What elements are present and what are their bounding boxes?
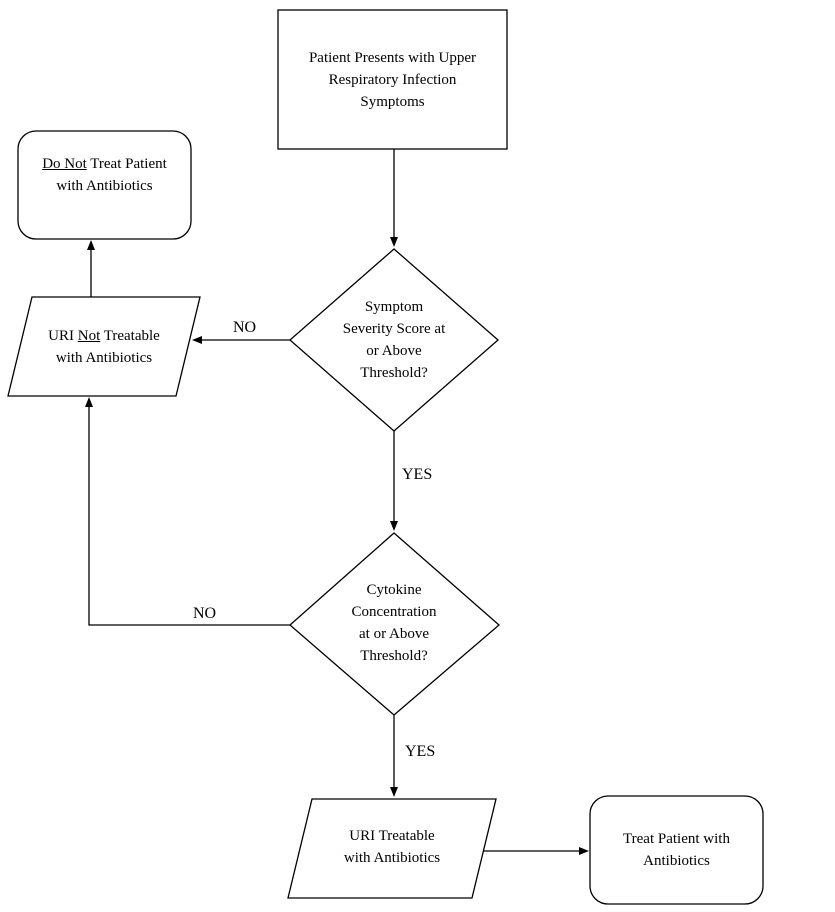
- symptom-decision-line2: Severity Score at: [342, 321, 446, 337]
- not-treatable-emphasis: Not: [77, 327, 101, 344]
- do-not-treat-label-line2: with Antibiotics: [56, 178, 153, 194]
- arrowhead-do-not-treat: [87, 240, 95, 250]
- start-label-line2: Respiratory Infection: [328, 71, 457, 88]
- not-treatable-suffix: Treatable: [100, 327, 160, 344]
- arrowhead-cytokine: [390, 521, 398, 531]
- start-label: Patient Presents with Upper Respiratory …: [278, 10, 507, 149]
- not-treatable-label: URI Not Treatable with Antibiotics: [8, 297, 200, 396]
- do-not-treat-label: Do Not Treat Patient with Antibiotics: [18, 131, 191, 219]
- edge-label-symptom-yes: YES: [402, 466, 433, 483]
- symptom-decision-line1: Symptom: [364, 299, 424, 315]
- not-treatable-prefix: URI: [48, 327, 78, 344]
- start-label-line3: Symptoms: [360, 93, 425, 110]
- cytokine-decision-label: Cytokine Concentration at or Above Thres…: [314, 574, 474, 672]
- treat-label-line2: Antibiotics: [643, 853, 710, 869]
- cytokine-decision-line2: Concentration: [351, 604, 437, 620]
- edge-label-cytokine-no: NO: [193, 605, 217, 622]
- treat-label: Treat Patient with Antibiotics: [590, 796, 763, 904]
- do-not-treat-emphasis: Do Not: [42, 156, 87, 172]
- arrowhead-not-treatable-right: [192, 336, 202, 344]
- do-not-treat-suffix: Treat Patient: [86, 156, 167, 172]
- start-box: [277, 9, 508, 150]
- treatable-label-line1: URI Treatable: [349, 828, 435, 844]
- cytokine-decision-line4: Threshold?: [360, 648, 428, 664]
- start-label-line1: Patient Presents with Upper: [308, 49, 477, 66]
- arrowhead-symptom: [390, 237, 398, 247]
- arrowhead-treat: [579, 847, 589, 855]
- edge-label-symptom-no: NO: [233, 319, 257, 336]
- do-not-treat-box: [17, 130, 192, 240]
- cytokine-decision-line3: at or Above: [359, 626, 429, 642]
- arrowhead-not-treatable-bottom: [85, 397, 93, 407]
- not-treatable-parallelogram: [7, 296, 201, 397]
- treat-label-line1: Treat Patient with: [623, 831, 730, 847]
- treatable-label: URI Treatable with Antibiotics: [288, 799, 496, 895]
- treatable-parallelogram: [287, 798, 497, 899]
- do-not-treat-label-line1: Do Not Treat Patient: [42, 153, 167, 175]
- cytokine-decision-line1: Cytokine: [366, 582, 422, 598]
- treat-box: [589, 795, 764, 905]
- arrowhead-treatable: [390, 787, 398, 797]
- edge-cytokine-no: [88, 406, 290, 626]
- symptom-decision-label: Symptom Severity Score at or Above Thres…: [314, 291, 474, 389]
- not-treatable-label-line1: URI Not Treatable: [48, 325, 160, 347]
- not-treatable-label-line2: with Antibiotics: [55, 349, 153, 366]
- treatable-label-line2: with Antibiotics: [343, 850, 441, 866]
- edge-label-cytokine-yes: YES: [405, 743, 436, 760]
- symptom-decision-line3: or Above: [366, 343, 422, 359]
- symptom-decision-line4: Threshold?: [360, 365, 428, 381]
